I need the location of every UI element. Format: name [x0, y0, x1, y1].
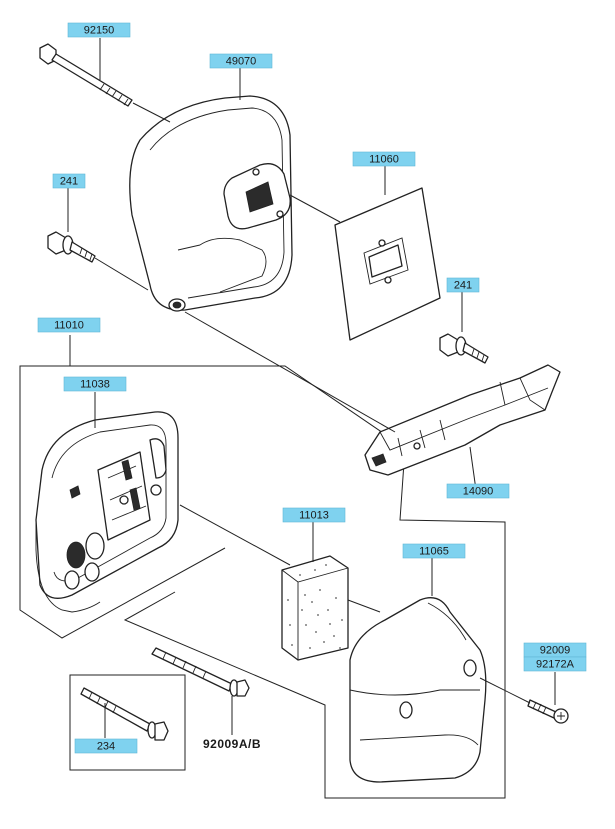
callout-11060: 11060: [352, 151, 416, 167]
bolt-241-right: [439, 333, 489, 364]
callout-241-left: 241: [52, 173, 86, 189]
screw-92009: [527, 699, 569, 724]
bracket: [364, 364, 561, 476]
filter-element: [281, 555, 349, 661]
bolt-92150: [39, 43, 133, 107]
inset-box-234: [69, 674, 186, 771]
muffler-body: [129, 95, 293, 312]
assembly-frame-right: [70, 365, 506, 799]
callout-11010: 11010: [37, 317, 101, 333]
muffler-cover: [349, 597, 487, 783]
bolt-234: [80, 687, 169, 741]
svg-text:241: 241: [454, 279, 472, 291]
svg-text:92009: 92009: [540, 644, 571, 656]
svg-text:92150: 92150: [84, 24, 115, 36]
svg-text:49070: 49070: [226, 55, 257, 67]
bolt-92009ab: [151, 647, 250, 697]
svg-text:11038: 11038: [80, 378, 110, 390]
callout-92009: 92009: [523, 642, 587, 658]
svg-text:11010: 11010: [54, 319, 84, 331]
svg-text:11065: 11065: [419, 545, 449, 557]
leader-lines: [67, 38, 556, 738]
svg-text:234: 234: [97, 740, 115, 752]
svg-text:92172A: 92172A: [536, 658, 575, 670]
svg-text:14090: 14090: [463, 485, 494, 497]
callout-92150: 92150: [67, 22, 131, 38]
gasket: [334, 187, 441, 341]
callout-14090: 14090: [446, 483, 510, 499]
cover-housing: [35, 411, 179, 613]
callout-49070: 49070: [209, 53, 273, 69]
svg-text:11013: 11013: [299, 509, 329, 521]
bolt-241-left: [47, 231, 96, 263]
callout-11038: 11038: [63, 376, 127, 392]
label-92009ab: 92009A/B: [203, 737, 261, 751]
callout-92172A: 92172A: [523, 656, 587, 672]
callout-11013: 11013: [282, 507, 346, 523]
svg-text:241: 241: [60, 175, 78, 187]
svg-text:11060: 11060: [369, 153, 399, 165]
callout-11065: 11065: [402, 543, 466, 559]
callout-241-right: 241: [446, 277, 480, 293]
assembly-frame: [19, 335, 226, 639]
callout-234: 234: [74, 738, 138, 754]
